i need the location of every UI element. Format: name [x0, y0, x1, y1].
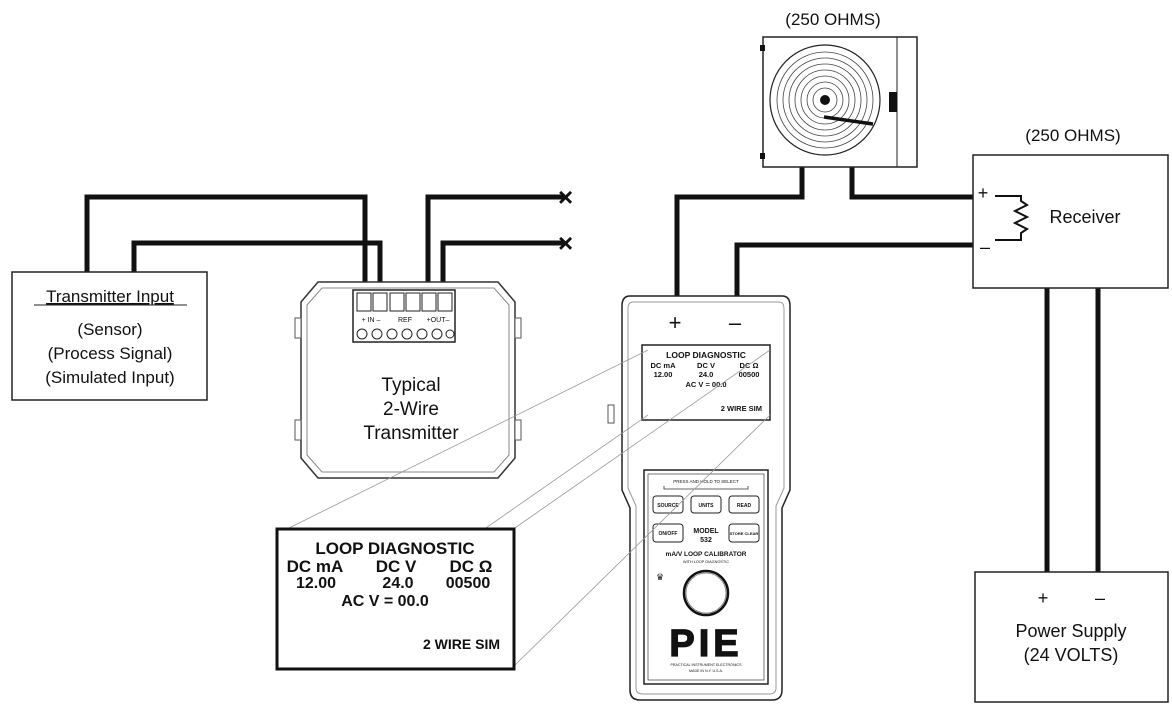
transmitter-input-line2: (Process Signal): [48, 344, 173, 363]
transmitter-label-line3: Transmitter: [363, 423, 459, 444]
store-clear-button-label: STORE CLEAR: [730, 531, 759, 536]
loop-calibrator: + – LOOP DIAGNOSTIC DC mA DC V DC Ω 12.0…: [607, 295, 791, 701]
source-button-label: SOURCE: [657, 503, 679, 509]
power-supply-minus: –: [1095, 588, 1105, 608]
zoomed-display: LOOP DIAGNOSTIC DC mA DC V DC Ω 12.00 24…: [275, 527, 516, 671]
wire-out-plus: [425, 194, 565, 292]
wires: [84, 167, 1101, 572]
transmitter-input-line1: (Sensor): [77, 320, 142, 339]
cal-screen-title: LOOP DIAGNOSTIC: [666, 350, 746, 360]
zoom-col3-val: 00500: [446, 575, 491, 592]
receiver-minus: –: [980, 237, 990, 257]
source-button[interactable]: [652, 495, 684, 514]
zoom-col3-head: DC Ω: [450, 557, 493, 576]
wire-cal-plus: [674, 167, 805, 296]
keypad-banner: PRESS AND HOLD TO SELECT: [673, 479, 739, 484]
receiver-plus: +: [978, 183, 989, 203]
receiver-resistor: [995, 195, 1030, 241]
read-button-label: READ: [737, 503, 752, 509]
wire-cal-minus: [734, 242, 975, 296]
cal-screen-col3-head: DC Ω: [740, 361, 759, 370]
maker-line1: PRACTICAL INSTRUMENT ELECTRONICS: [670, 663, 742, 667]
read-button[interactable]: [728, 495, 760, 514]
zoom-ac-line: AC V = 00.0: [341, 593, 429, 610]
transmitter-input-line3: (Simulated Input): [45, 368, 174, 387]
chart-recorder: (250 OHMS): [760, 10, 918, 168]
cal-screen-col1-head: DC mA: [650, 361, 676, 370]
zoom-col1-val: 12.00: [296, 575, 336, 592]
calibrator-minus: –: [729, 310, 742, 335]
open-end-marker-1: ×: [558, 182, 573, 212]
power-supply-line1: Power Supply: [1015, 621, 1126, 641]
model-label: MODEL: [693, 528, 719, 535]
receiver: (250 OHMS) + – Receiver: [972, 126, 1169, 289]
recorder-pen-arm: [823, 115, 874, 126]
product-line-label: mA/V LOOP CALIBRATOR: [666, 551, 747, 558]
transmitter-label-line1: Typical: [381, 375, 440, 396]
power-supply-plus: +: [1038, 588, 1049, 608]
transmitter-input-box: Transmitter Input (Sensor) (Process Sign…: [11, 271, 208, 401]
zoom-col2-head: DC V: [376, 557, 417, 576]
zoom-mode: 2 WIRE SIM: [423, 636, 500, 652]
recorder-resistance-label: (250 OHMS): [785, 10, 880, 29]
zoom-col1-head: DC mA: [287, 557, 344, 576]
units-button[interactable]: [690, 495, 722, 514]
maker-line2: MADE IN N.Y. U.S.A.: [689, 669, 723, 673]
cal-screen-col2-head: DC V: [697, 361, 715, 370]
open-end-marker-2: ×: [558, 228, 573, 258]
terminal-out-label: +OUT–: [427, 317, 450, 324]
terminal-in-label: + IN –: [362, 317, 381, 324]
brand-logo: PIE: [669, 623, 742, 665]
crown-logo-icon: ♛: [656, 572, 664, 582]
receiver-label: Receiver: [1049, 207, 1120, 227]
wire-recorder-receiver: [849, 167, 975, 200]
terminal-ref-label: REF: [398, 317, 412, 324]
calibrator-plus: +: [669, 310, 682, 335]
transmitter-input-title: Transmitter Input: [46, 287, 174, 306]
power-supply-line2: (24 VOLTS): [1024, 645, 1119, 665]
recorder-chart-disc: [769, 44, 881, 156]
calibrator-display: [641, 344, 771, 421]
wire-out-minus: [440, 240, 565, 292]
wire-input-minus: [131, 240, 383, 292]
selector-knob[interactable]: [682, 569, 730, 617]
on-off-button[interactable]: [652, 523, 684, 543]
cal-screen-col2-val: 24.0: [699, 370, 714, 379]
cal-screen-col1-val: 12.00: [654, 370, 673, 379]
transmitter-label-line2: 2-Wire: [383, 399, 439, 420]
zoom-title: LOOP DIAGNOSTIC: [315, 539, 474, 558]
product-sub-label: WITH LOOP DIAGNOSTIC: [683, 560, 729, 564]
receiver-resistance-label: (250 OHMS): [1025, 126, 1120, 145]
cal-screen-ac-line: AC V = 00.0: [685, 380, 726, 389]
units-button-label: UNITS: [699, 503, 715, 509]
store-clear-button[interactable]: [728, 523, 760, 543]
cal-screen-col3-val: 00500: [739, 370, 760, 379]
zoom-col2-val: 24.0: [382, 575, 413, 592]
on-off-button-label: ON/OFF: [659, 531, 678, 537]
cal-screen-mode: 2 WIRE SIM: [721, 404, 762, 413]
model-number: 532: [700, 537, 712, 544]
power-supply: + – Power Supply (24 VOLTS): [974, 571, 1169, 703]
transmitter: + IN – REF +OUT– Typical 2-Wire Transmit…: [294, 281, 522, 479]
